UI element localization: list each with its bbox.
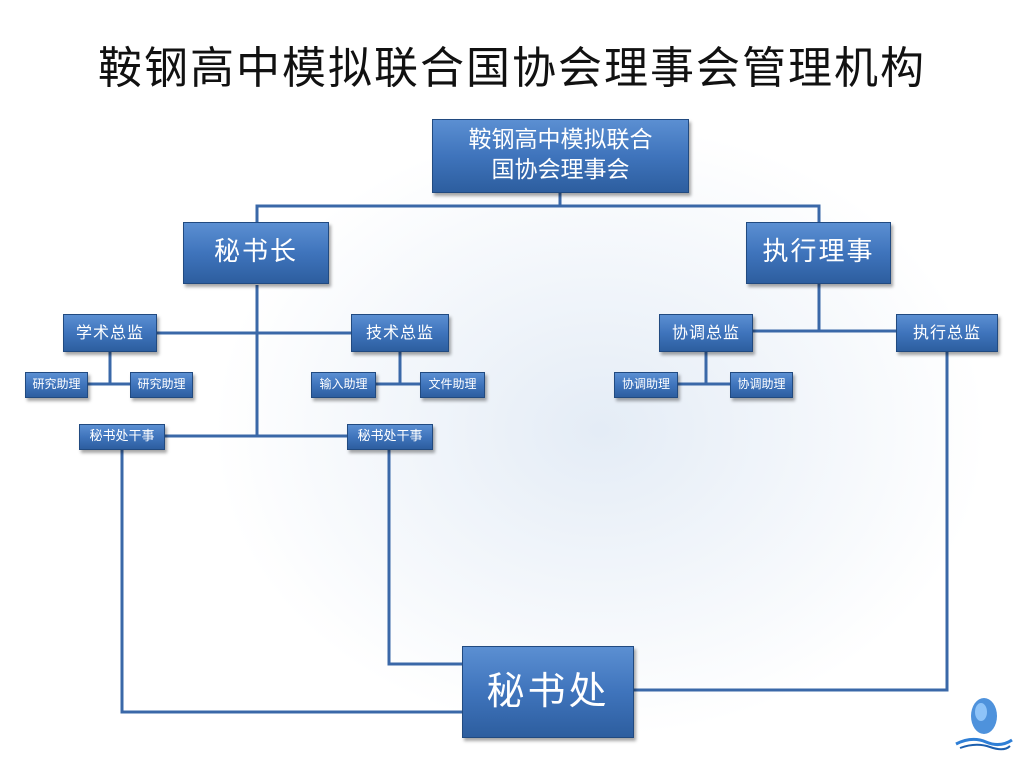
connector-root-branches <box>255 204 821 222</box>
modelun-logo-icon <box>952 690 1016 754</box>
node-coordination-assistant-2: 协调助理 <box>730 372 793 398</box>
node-root-line1: 鞍钢高中模拟联合 <box>468 127 653 154</box>
node-root-line2: 国协会理事会 <box>491 157 630 183</box>
node-research-assistant-1: 研究助理 <box>25 372 88 398</box>
connector-exec-secretariat <box>634 352 949 692</box>
node-root: 鞍钢高中模拟联合 国协会理事会 <box>432 119 689 193</box>
page-title: 鞍钢高中模拟联合国协会理事会管理机构 <box>98 43 926 94</box>
connector-officer2-secretariat <box>387 450 462 666</box>
node-execution-director: 执行总监 <box>896 314 998 352</box>
node-research-assistant-2: 研究助理 <box>130 372 193 398</box>
node-secretary-general: 秘书长 <box>183 222 329 284</box>
node-coordination-assistant-1: 协调助理 <box>614 372 678 398</box>
node-input-assistant: 输入助理 <box>311 372 376 398</box>
node-executive-director: 执行理事 <box>746 222 891 284</box>
node-secretariat-officer-2: 秘书处干事 <box>347 424 433 450</box>
node-secretariat-officer-1: 秘书处干事 <box>79 424 165 450</box>
connector-officer1-secretariat <box>120 450 462 714</box>
node-technical-director: 技术总监 <box>351 314 449 352</box>
node-academic-director: 学术总监 <box>63 314 157 352</box>
node-document-assistant: 文件助理 <box>420 372 485 398</box>
node-secretariat: 秘书处 <box>462 646 634 738</box>
node-coordination-director: 协调总监 <box>659 314 753 352</box>
